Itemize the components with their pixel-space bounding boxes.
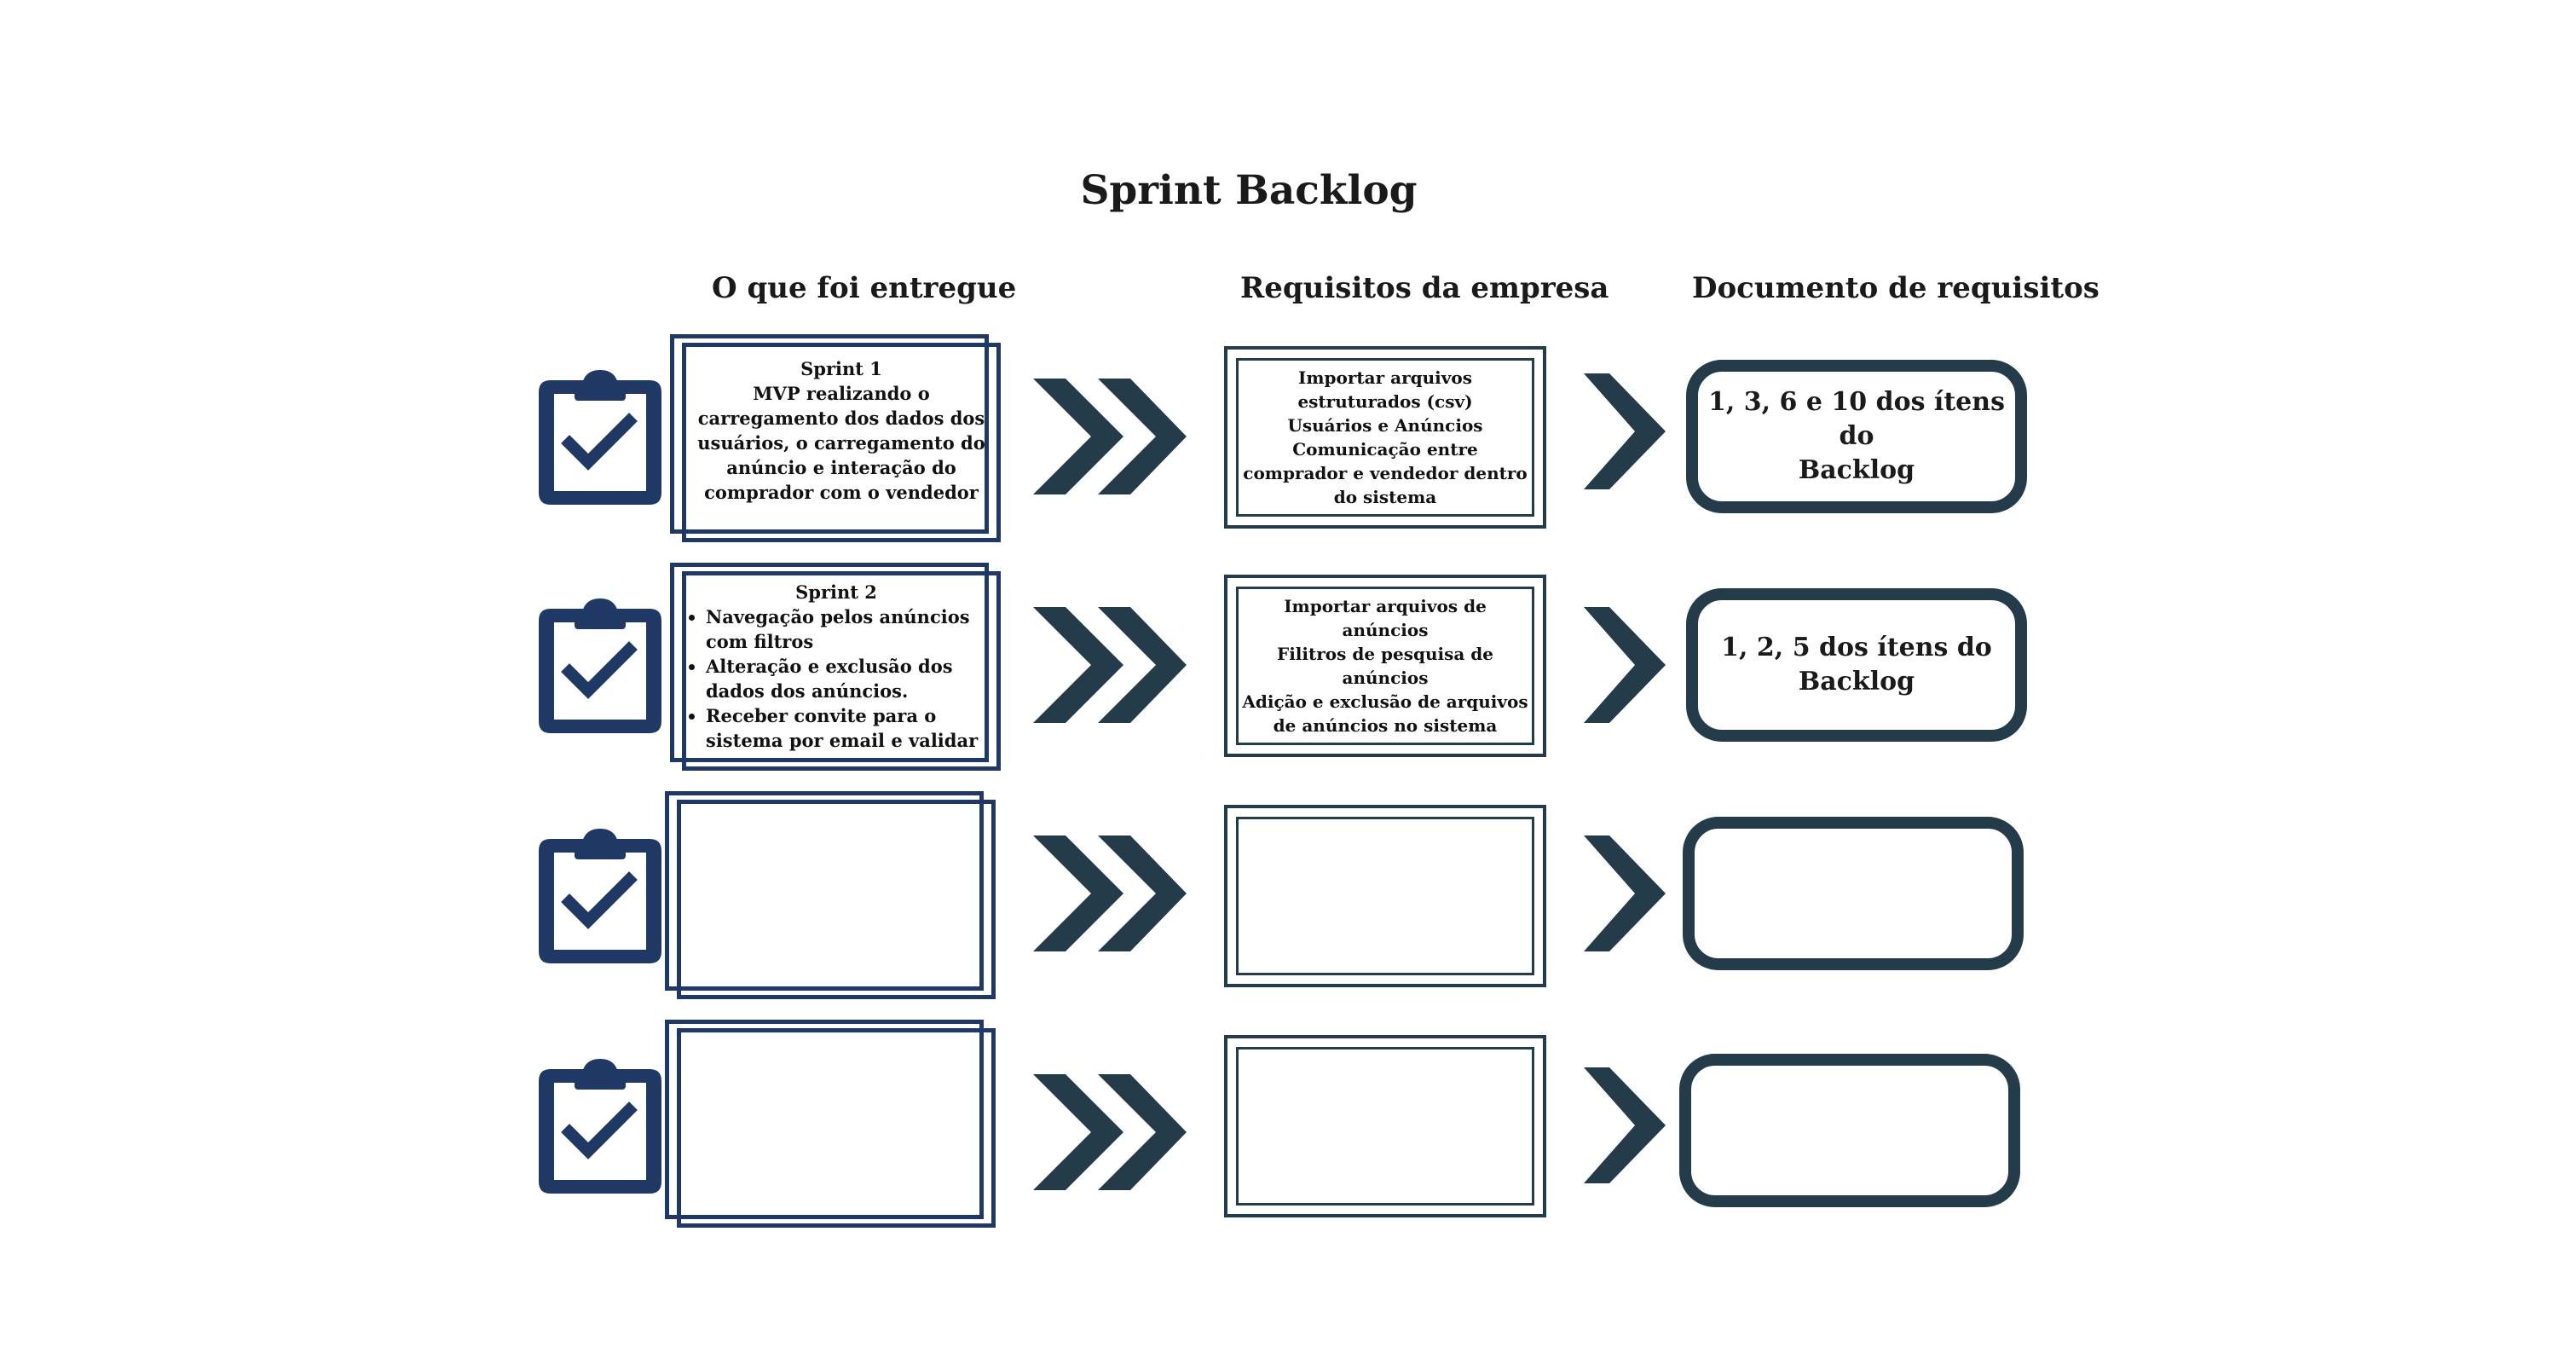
requirements-box-outer — [1224, 805, 1546, 987]
clipboard-check-icon — [539, 1059, 661, 1194]
double-chevron-right-icon — [1033, 607, 1187, 723]
requirements-box-inner — [1236, 1047, 1534, 1206]
sprint-bullet: Receber convite para o sistema por email… — [706, 703, 991, 753]
column-header-delivered: O que foi entregue — [712, 271, 1017, 305]
requirements-box-outer — [1224, 346, 1546, 529]
requirements-document-box: 1, 3, 6 e 10 dos ítens do Backlog — [1686, 360, 2027, 513]
requirements-box-inner — [1236, 358, 1534, 517]
requirement-item: Importar arquivos estruturados (csv) — [1297, 367, 1473, 412]
document-line: Backlog — [1798, 455, 1915, 485]
requirement-item: Importar arquivos de anúncios — [1284, 596, 1487, 640]
requirements-document-box — [1683, 817, 2024, 970]
clipboard-check-icon — [539, 598, 661, 733]
sprint-card-frame-back — [670, 563, 989, 762]
sprint-description: MVP realizando o carregamento dos dados … — [697, 383, 985, 503]
chevron-right-icon — [1584, 836, 1666, 951]
requirements-document-box: 1, 2, 5 dos ítens do Backlog — [1686, 588, 2027, 742]
sprint-card-frame-back — [665, 1020, 984, 1219]
requirement-item: Filitros de pesquisa de anúncios — [1277, 644, 1493, 688]
double-chevron-right-icon — [1033, 1074, 1187, 1190]
sprint-bullet: Alteração e exclusão dos dados dos anúnc… — [706, 654, 991, 703]
requirements-box-outer — [1224, 575, 1546, 757]
requirements-list: Importar arquivos estruturados (csv) Usu… — [1241, 361, 1529, 513]
clipboard-check-icon — [539, 829, 661, 963]
double-chevron-right-icon — [1033, 836, 1187, 951]
requirements-list: Importar arquivos de anúncios Filitros d… — [1241, 590, 1529, 742]
document-line: 1, 3, 6 e 10 dos ítens do — [1708, 387, 2005, 451]
double-chevron-right-icon — [1033, 379, 1187, 494]
chevron-right-icon — [1584, 607, 1666, 723]
document-line: Backlog — [1798, 667, 1915, 697]
sprint-card-frame-front — [677, 1028, 996, 1228]
sprint-heading: Sprint 1 — [800, 358, 882, 379]
sprint-heading: Sprint 2 — [795, 581, 877, 603]
document-line: 1, 2, 5 dos ítens do — [1721, 633, 1992, 662]
requirement-item: Comunicação entre comprador e vendedor d… — [1243, 439, 1528, 507]
requirements-box-outer — [1224, 1035, 1546, 1217]
sprint-card: Sprint 1 MVP realizando o carregamento d… — [694, 356, 989, 527]
sprint-card-frame-back — [665, 791, 984, 991]
sprint-card: Sprint 2 Navegação pelos anúncios com fi… — [682, 580, 994, 755]
column-header-company-requirements: Requisitos da empresa — [1240, 271, 1609, 305]
sprint-card-frame-front — [682, 343, 1001, 542]
sprint-card-frame-front — [682, 571, 1001, 771]
sprint-bullet-list: Navegação pelos anúncios com filtros Alt… — [682, 604, 991, 753]
requirements-document-box — [1679, 1054, 2020, 1207]
clipboard-check-icon — [539, 370, 661, 505]
requirements-box-inner — [1236, 587, 1534, 745]
sprint-bullet: Navegação pelos anúncios com filtros — [706, 604, 991, 654]
column-header-requirements-document: Documento de requisitos — [1692, 271, 2099, 305]
sprint-card-frame-front — [677, 800, 996, 999]
chevron-right-icon — [1584, 373, 1666, 489]
sprint-card-frame-back — [670, 334, 989, 534]
requirement-item: Adição e exclusão de arquivos de anúncio… — [1242, 691, 1528, 736]
chevron-right-icon — [1584, 1067, 1666, 1183]
page-title: Sprint Backlog — [1080, 167, 1418, 214]
requirements-box-inner — [1236, 817, 1534, 975]
requirement-item: Usuários e Anúncios — [1287, 415, 1483, 436]
